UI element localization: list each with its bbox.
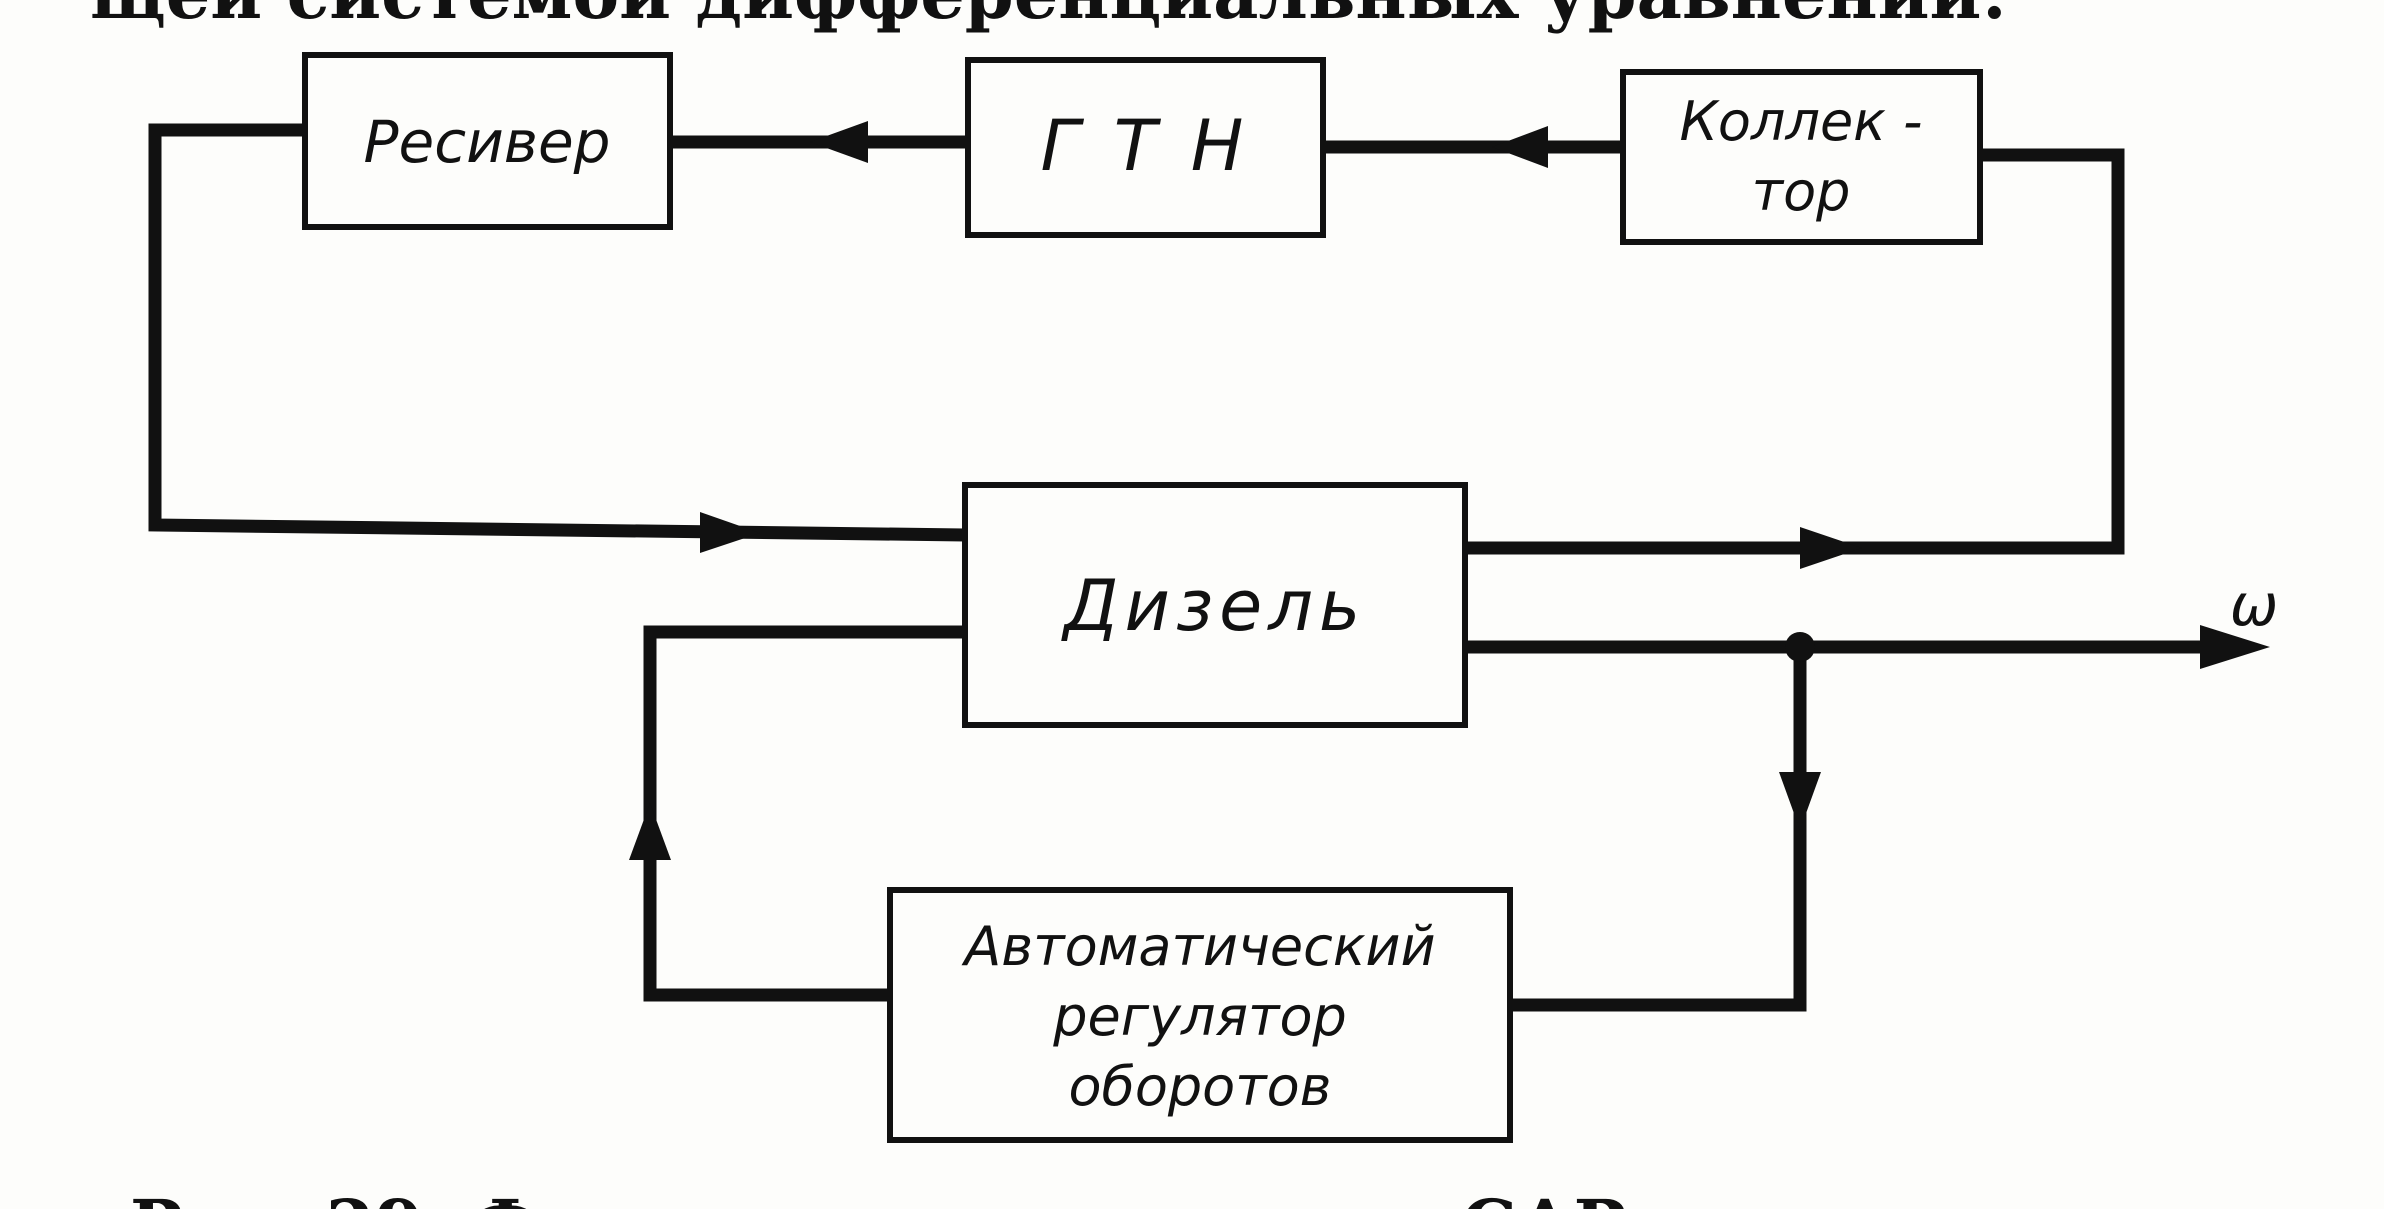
arrow-collector-gtn [1492, 126, 1548, 168]
caption-fragment: Рис. 29. Функциональная схема САР [130, 1184, 1626, 1209]
arrows [629, 121, 2270, 860]
arrow-gtn-receiver [810, 121, 868, 163]
block-regulator-label-line3: оборотов [1068, 1055, 1331, 1118]
arrow-branch-down [1779, 772, 1821, 830]
block-receiver: Ресивер [302, 52, 673, 230]
block-gtn: Г Т Н [965, 57, 1326, 238]
arrow-receiver-diesel [700, 512, 760, 553]
arrow-diesel-collector [1800, 527, 1862, 569]
arrow-feedback-up [629, 803, 671, 860]
wire-receiver-diesel [148, 123, 966, 542]
connections [148, 123, 2200, 1012]
arrow-output [2200, 625, 2270, 669]
top-text-fragment: щей системой дифференциальных уравнений: [90, 0, 2007, 35]
block-diesel-label: Дизель [1061, 565, 1366, 647]
block-collector-label-line1: Коллек - [1680, 90, 1923, 153]
junction-dot [1785, 632, 1815, 662]
wire-branch-regulator [1510, 647, 1807, 1012]
block-regulator-label-line1: Автоматический [961, 915, 1435, 978]
block-regulator-label-line2: регулятор [1052, 985, 1347, 1048]
output-omega-label: ω [2230, 571, 2279, 639]
block-gtn-label: Г Т Н [1041, 105, 1250, 187]
block-regulator: Автоматический регулятор оборотов [887, 887, 1513, 1143]
block-collector-label-line2: тор [1752, 160, 1851, 223]
block-collector: Коллек - тор [1620, 69, 1983, 245]
block-diesel: Дизель [962, 482, 1468, 728]
block-receiver-label: Ресивер [364, 108, 611, 176]
wire-diesel-collector [1465, 148, 2125, 555]
